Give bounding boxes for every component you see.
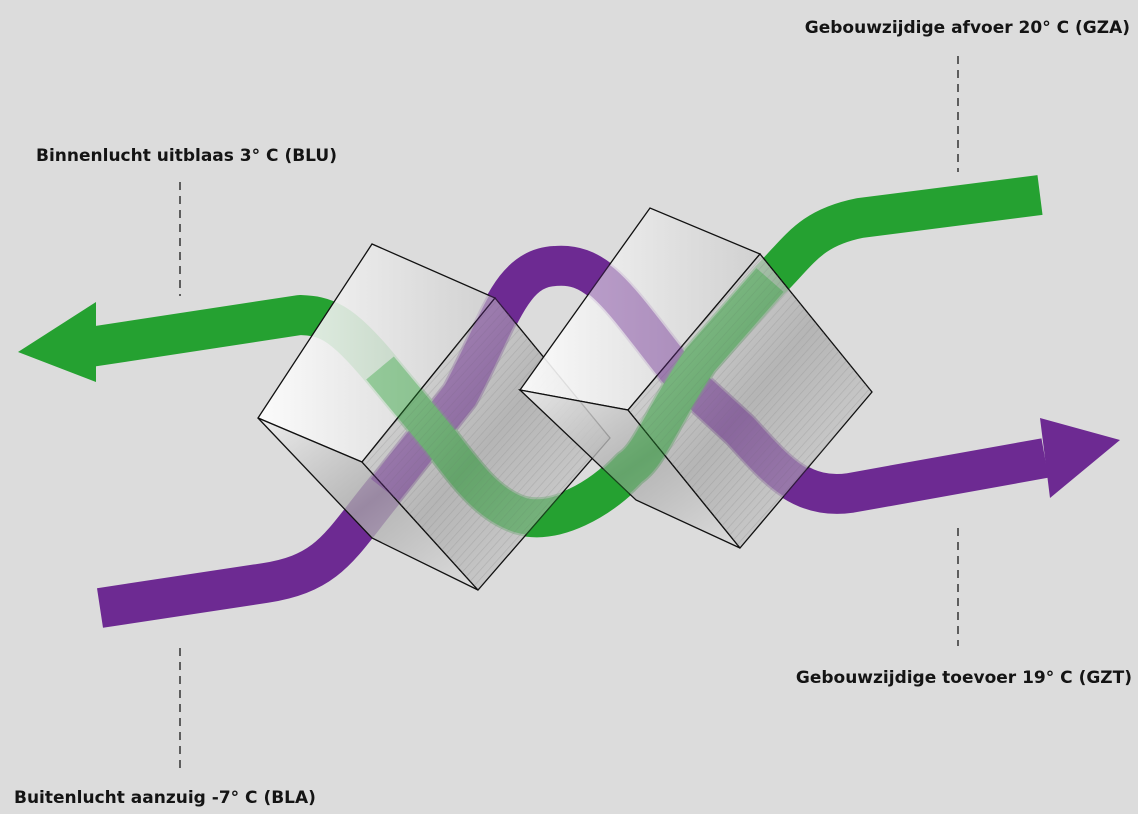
label-gebouwzijdige-afvoer: Gebouwzijdige afvoer 20° C (GZA) xyxy=(804,18,1130,38)
flow-overlay xyxy=(366,247,853,536)
label-buitenlucht-aanzuig: Buitenlucht aanzuig -7° C (BLA) xyxy=(14,788,316,808)
label-gebouwzijdige-toevoer: Gebouwzijdige toevoer 19° C (GZT) xyxy=(795,668,1132,688)
exchanger-block-right xyxy=(517,207,873,550)
label-binnenlucht-uitblaas: Binnenlucht uitblaas 3° C (BLU) xyxy=(36,146,337,166)
green-arrow-head xyxy=(18,302,96,382)
purple-arrow-head xyxy=(1040,418,1120,498)
leader-lines xyxy=(179,56,959,768)
